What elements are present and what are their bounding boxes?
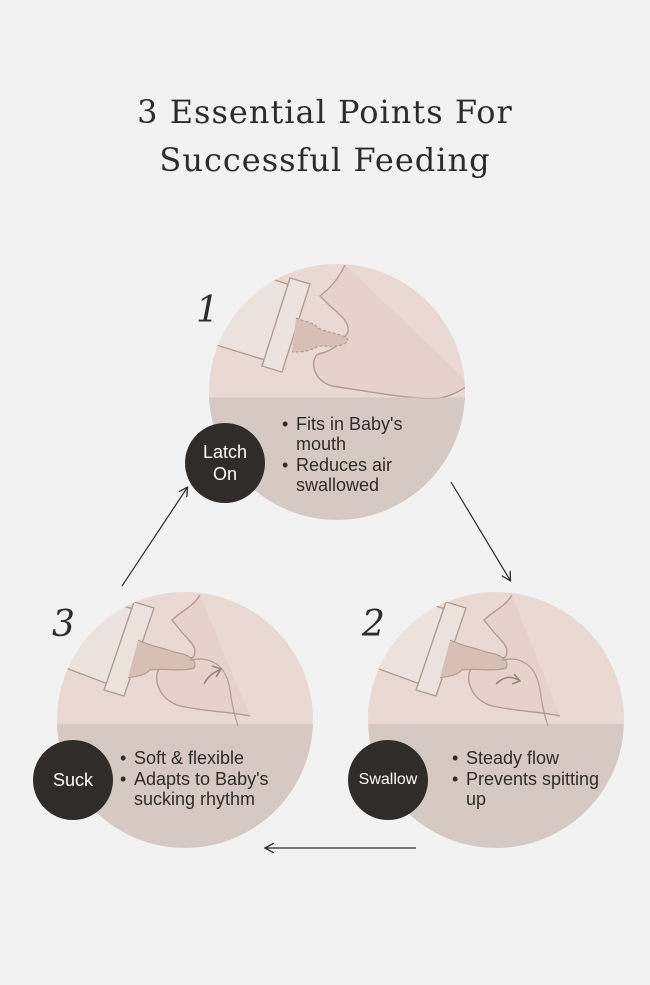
step-3-point-1: Soft & flexible: [120, 748, 285, 768]
page-title: 3 Essential Points For Successful Feedin…: [0, 88, 650, 184]
step-2-point-1: Steady flow: [452, 748, 602, 768]
arrow-step-1-to-2: [450, 481, 510, 580]
step-3-badge-label: Suck: [52, 770, 94, 790]
step-1-point-2: Reduces air swallowed: [282, 455, 442, 495]
title-line-2: Successful Feeding: [159, 141, 491, 179]
step-3-point-2: Adapts to Baby's sucking rhythm: [120, 769, 285, 809]
step-2-badge: Swallow: [348, 740, 428, 820]
step-2-number: 2: [362, 604, 385, 645]
step-1-number: 1: [196, 290, 219, 331]
step-3-number: 3: [52, 604, 75, 645]
step-2-points: Steady flow Prevents spitting up: [452, 748, 602, 810]
step-1-badge: Latch On: [185, 423, 265, 503]
step-1-badge-label: Latch On: [202, 442, 248, 484]
step-3-badge: Suck: [33, 740, 113, 820]
step-1-points: Fits in Baby's mouth Reduces air swallow…: [282, 414, 442, 496]
arrow-step-3-to-1: [121, 488, 187, 587]
title-line-1: 3 Essential Points For: [137, 93, 513, 131]
step-2-point-2: Prevents spitting up: [452, 769, 602, 809]
step-2-badge-label: Swallow: [358, 771, 418, 788]
step-3-points: Soft & flexible Adapts to Baby's sucking…: [120, 748, 285, 810]
step-1-point-1: Fits in Baby's mouth: [282, 414, 442, 454]
